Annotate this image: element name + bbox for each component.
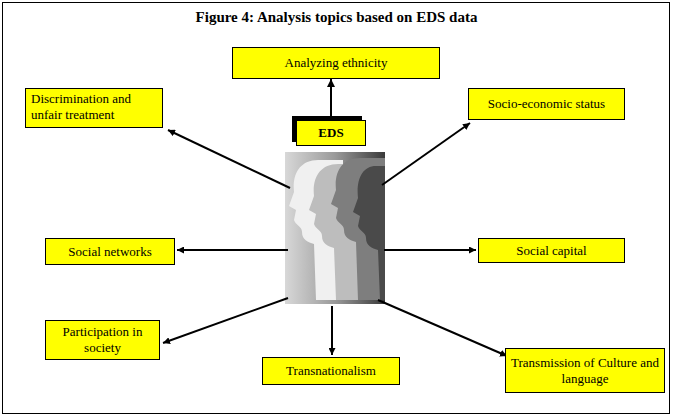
box-label: Social capital <box>516 243 586 259</box>
topic-box: Transnationalism <box>262 357 400 385</box>
topic-box: Socio-economic status <box>468 88 625 120</box>
box-label: Discrimination and unfair treatment <box>31 91 157 122</box>
box-label: Participation in society <box>51 324 154 355</box>
topic-box: Transmission of Culture and language <box>505 348 665 393</box>
box-label: Transnationalism <box>286 363 376 379</box>
faces-picture <box>285 152 385 304</box>
topic-box: Analyzing ethnicity <box>232 47 440 79</box>
figure-frame <box>3 3 670 414</box>
box-label: EDS <box>318 125 343 141</box>
box-label: Social networks <box>68 244 151 260</box>
topic-box: Discrimination and unfair treatment <box>25 88 163 128</box>
box-label: Analyzing ethnicity <box>285 55 388 71</box>
box-label: Socio-economic status <box>488 96 605 112</box>
topic-box: Participation in society <box>45 320 160 360</box>
arrow-connector <box>330 79 332 120</box>
topic-box: Social networks <box>45 238 175 265</box>
source-box: EDS <box>296 120 366 146</box>
box-label: Transmission of Culture and language <box>511 355 659 386</box>
topic-arrows <box>163 123 507 356</box>
figure-title: Figure 4: Analysis topics based on EDS d… <box>0 9 673 26</box>
topic-box: Social capital <box>478 238 625 263</box>
